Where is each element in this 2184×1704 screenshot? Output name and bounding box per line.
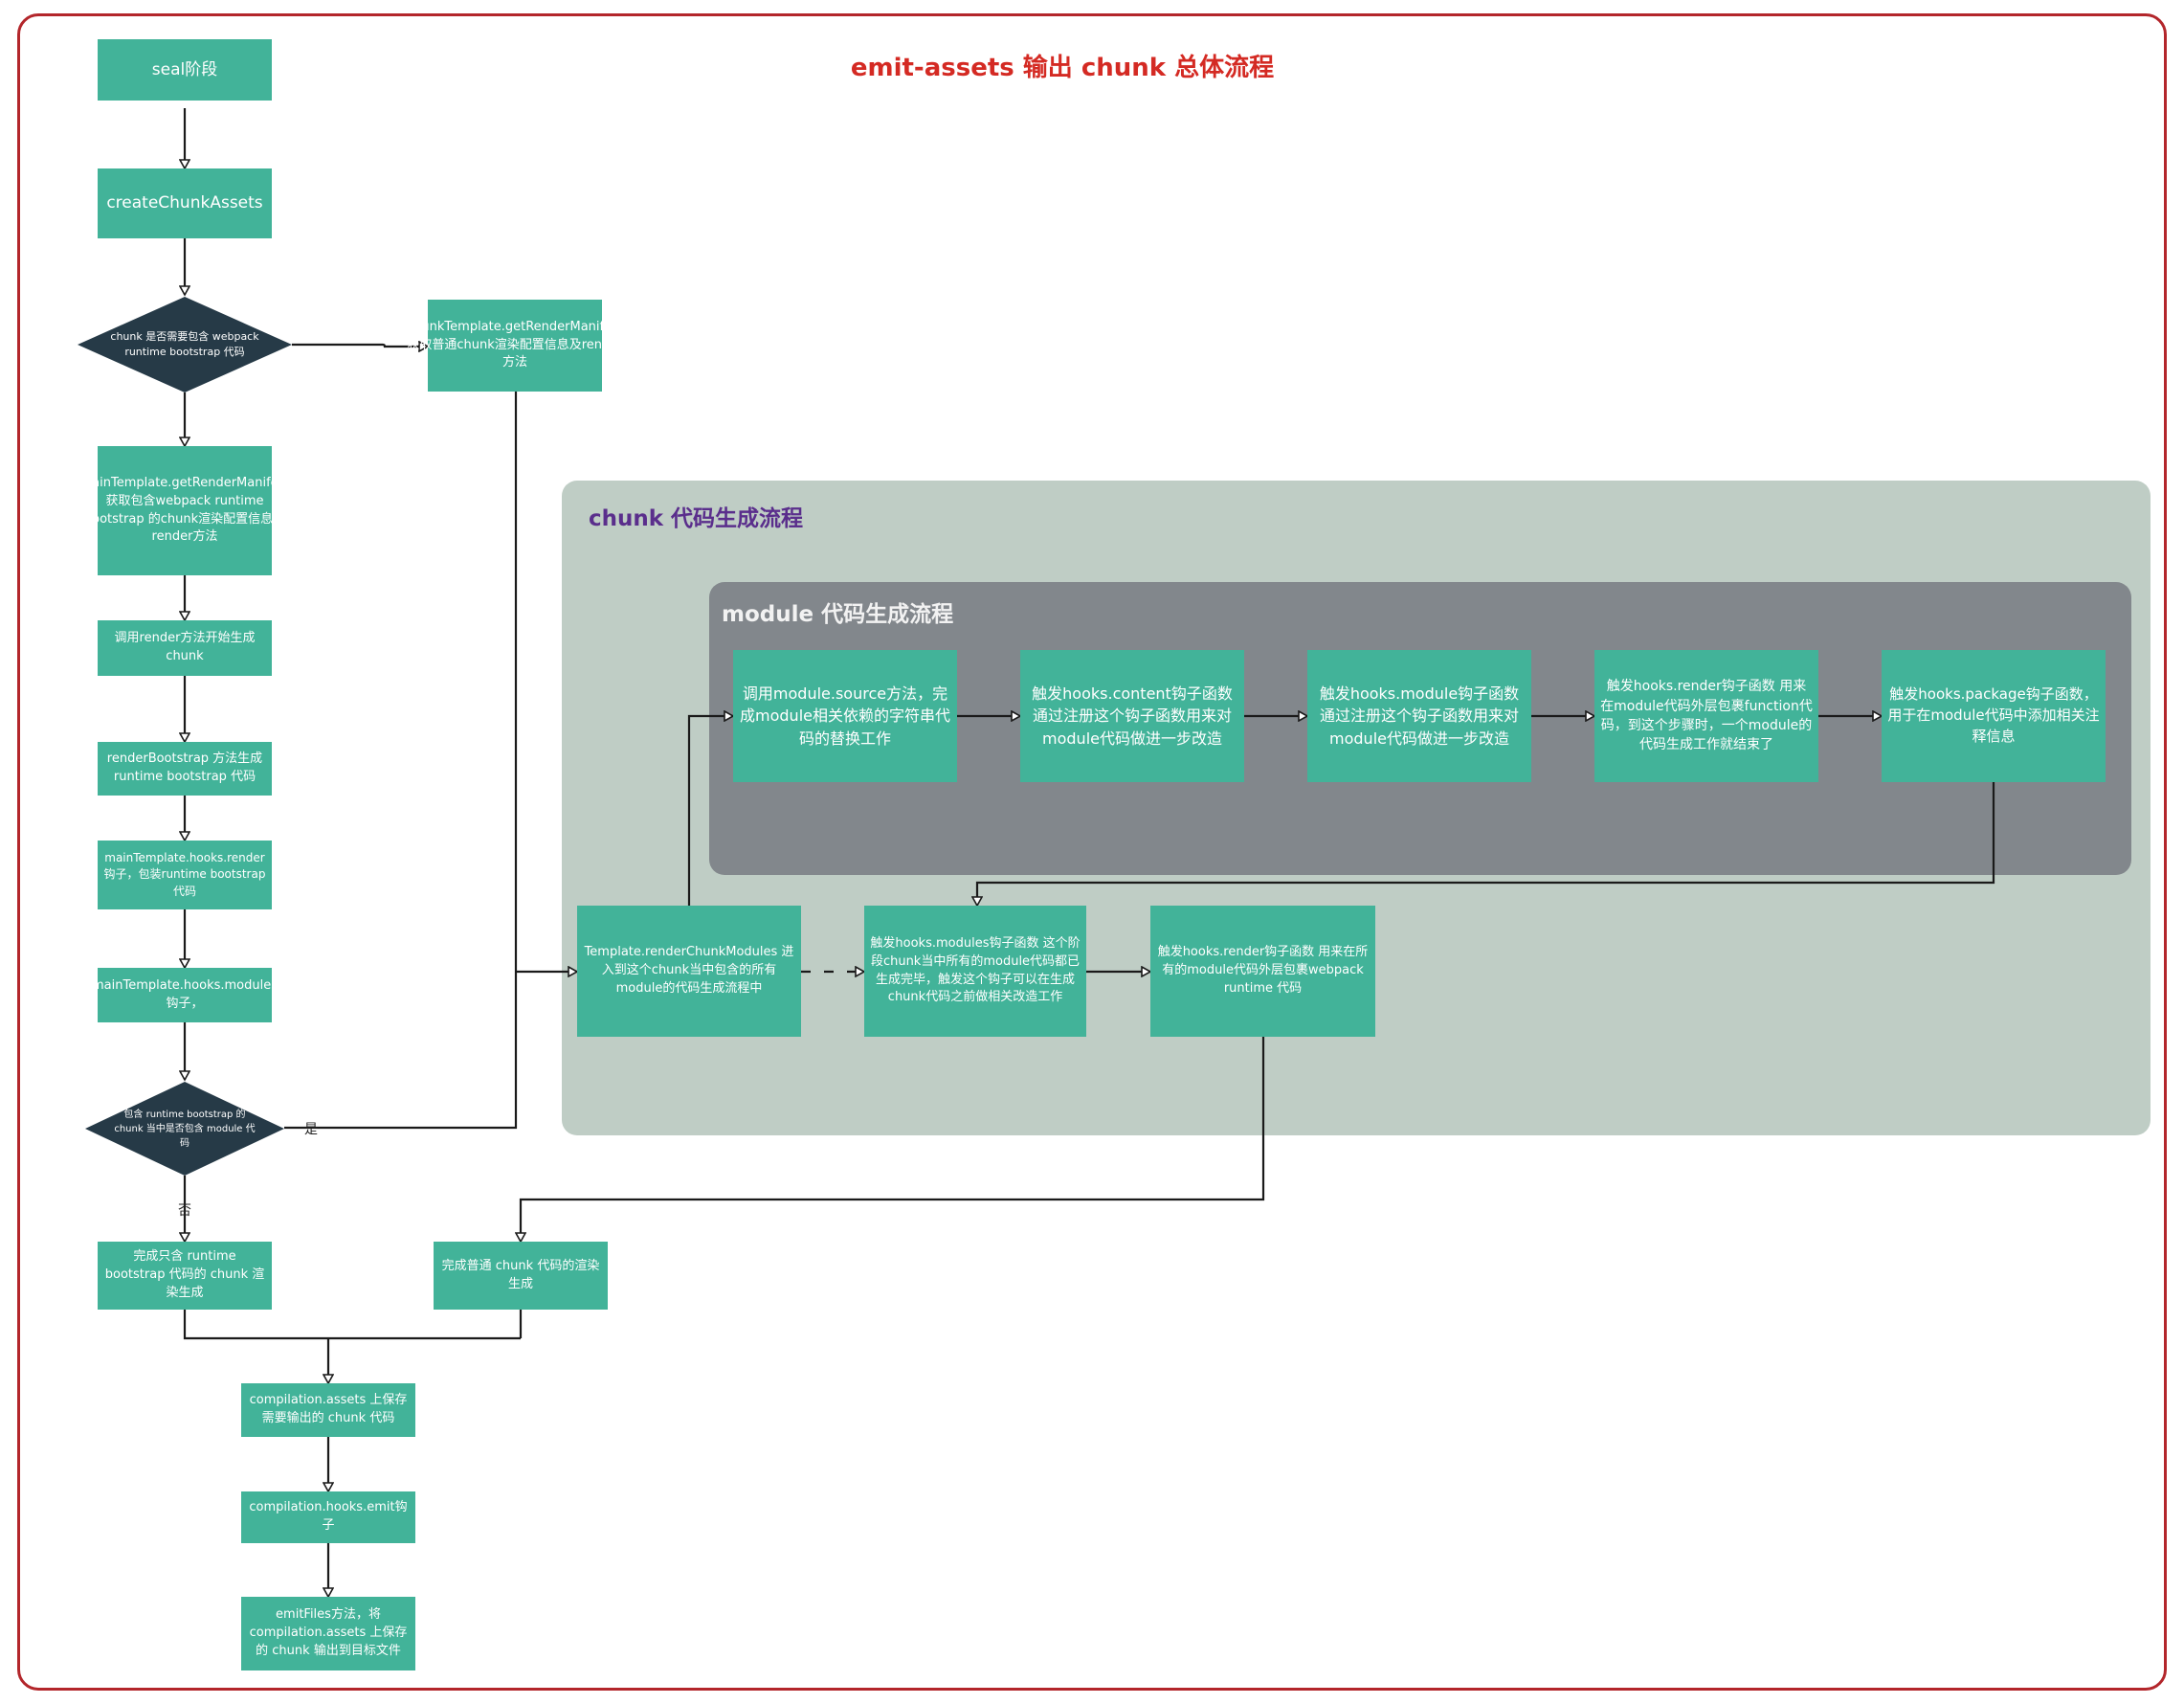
- node-hooks-render-module: 触发hooks.render钩子函数 用来在module代码外层包裹functi…: [1594, 650, 1818, 782]
- diagram-frame: [17, 13, 2167, 1691]
- node-hooks-emit: compilation.hooks.emit钩子: [241, 1491, 415, 1543]
- edge-decision-yes: [284, 972, 518, 1130]
- edge-hooks-package-to-hooks-modules: [977, 782, 1995, 906]
- edge-label-no: 否: [178, 1203, 191, 1219]
- node-render-bootstrap: renderBootstrap 方法生成 runtime bootstrap 代…: [98, 742, 272, 796]
- node-chunk-template-manifest: chunkTemplate.getRenderManifest 获取普通chun…: [407, 300, 623, 392]
- node-create-chunk-assets: createChunkAssets: [98, 168, 272, 238]
- node-emit-files: emitFiles方法，将compilation.assets 上保存的 chu…: [241, 1597, 415, 1670]
- node-hooks-modules-main: mainTemplate.hooks.modules钩子，: [92, 968, 278, 1022]
- node-hooks-package: 触发hooks.package钩子函数，用于在module代码中添加相关注释信息: [1882, 650, 2106, 782]
- edge-render-chunk-modules-to-module-source: [687, 716, 733, 906]
- node-hooks-module: 触发hooks.module钩子函数 通过注册这个钩子函数用来对module代码…: [1307, 650, 1531, 782]
- chunk-region-label: chunk 代码生成流程: [589, 506, 804, 531]
- node-done-normal-chunk: 完成普通 chunk 代码的渲染生成: [434, 1242, 608, 1310]
- edge-done-runtime-only-to-merge: [183, 1310, 521, 1340]
- node-render-chunk-modules: Template.renderChunkModules 进入到这个chunk当中…: [577, 906, 801, 1037]
- node-call-render: 调用render方法开始生成chunk: [98, 620, 272, 676]
- edge-hooks-render-wrap-to-done-normal: [521, 1037, 1265, 1242]
- decision-runtime: chunk 是否需要包含 webpack runtime bootstrap 代…: [78, 297, 292, 392]
- node-seal: seal阶段: [98, 39, 272, 101]
- decision-module: 包含 runtime bootstrap 的 chunk 当中是否包含 modu…: [85, 1082, 284, 1176]
- node-compilation-assets: compilation.assets 上保存需要输出的 chunk 代码: [241, 1383, 415, 1437]
- node-hooks-render-main: mainTemplate.hooks.render 钩子，包装runtime b…: [98, 841, 272, 909]
- edge-label-yes: 是: [304, 1122, 318, 1137]
- node-hooks-content: 触发hooks.content钩子函数 通过注册这个钩子函数用来对module代…: [1020, 650, 1244, 782]
- node-module-source: 调用module.source方法，完成module相关依赖的字符串代码的替换工…: [733, 650, 957, 782]
- node-hooks-modules: 触发hooks.modules钩子函数 这个阶段chunk当中所有的module…: [864, 906, 1086, 1037]
- node-done-runtime-only: 完成只含 runtime bootstrap 代码的 chunk 渲染生成: [98, 1242, 272, 1310]
- node-main-template-manifest: mainTemplate.getRenderManifest 获取包含webpa…: [79, 446, 290, 575]
- diagram-title: emit-assets 输出 chunk 总体流程: [850, 54, 1275, 82]
- edge-decision-to-chunk-template: [292, 345, 428, 347]
- node-hooks-render-wrap: 触发hooks.render钩子函数 用来在所有的module代码外层包裹web…: [1150, 906, 1375, 1037]
- module-region-label: module 代码生成流程: [722, 602, 954, 627]
